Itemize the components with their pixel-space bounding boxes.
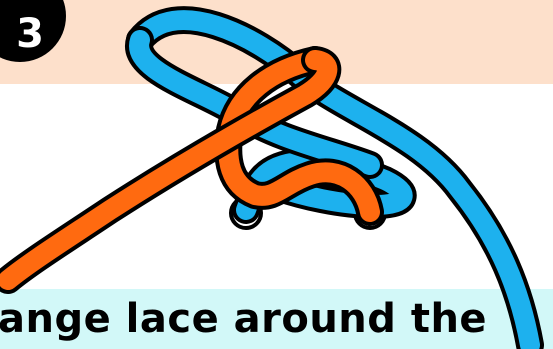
instruction-caption: ange lace around the (0, 289, 553, 349)
step-number: 3 (16, 14, 44, 54)
